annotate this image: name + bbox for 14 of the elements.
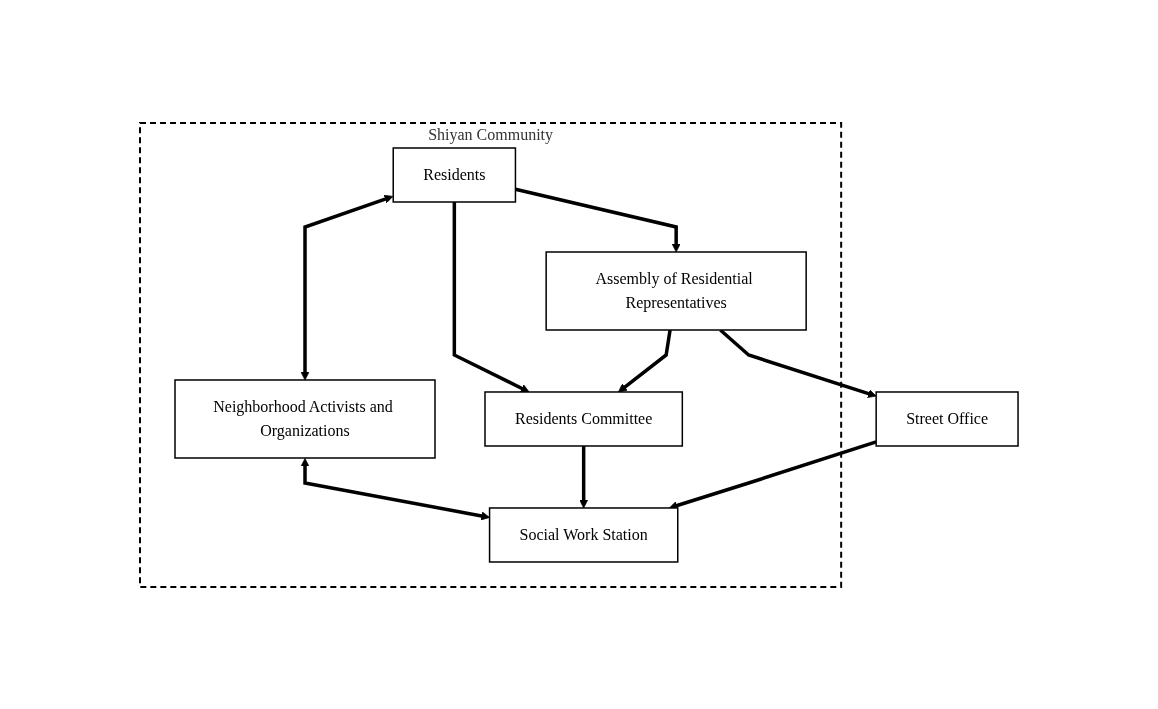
node-box: Neighborhood Activists and Organizations — [174, 378, 436, 459]
node-box: Residents Committee — [484, 390, 684, 447]
arrow — [579, 445, 589, 508]
node-box: Social Work Station — [488, 506, 679, 563]
arrow — [300, 457, 490, 520]
arrow — [300, 194, 394, 380]
node-box: Assembly of Residential Representatives — [545, 250, 807, 331]
arrow — [515, 187, 681, 252]
arrow — [668, 439, 877, 510]
arrow — [719, 328, 877, 398]
node-box: Street Office — [875, 390, 1019, 447]
arrow — [618, 329, 672, 392]
arrow — [452, 201, 530, 392]
node-box: Residents — [392, 146, 517, 203]
